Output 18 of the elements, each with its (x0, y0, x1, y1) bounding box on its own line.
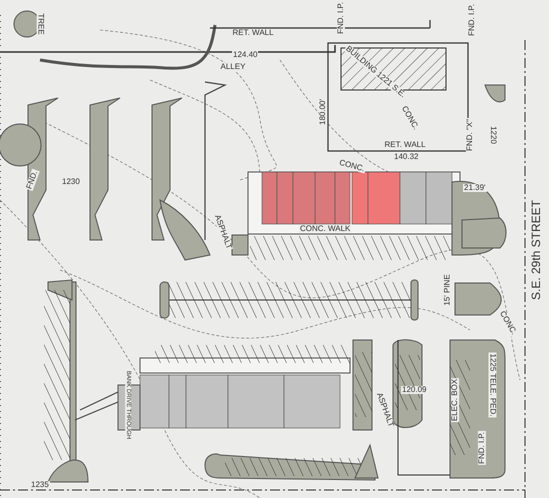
plan-label: 180.00' (319, 98, 327, 126)
plan-label: 124.40 (232, 51, 258, 59)
plan-label: ELEC. BOX (451, 378, 460, 422)
plan-label: FND. I.P. (336, 1, 345, 35)
plan-label: 1230 (61, 178, 81, 186)
plan-label: 140.32 (393, 153, 420, 161)
plan-label: 21.39' (463, 184, 487, 192)
plan-label: RET. WALL (232, 29, 275, 37)
plan-label: 1220 (488, 125, 497, 145)
plan-label: ALLEY (220, 63, 246, 71)
plan-label: S.E. 29th STREET (530, 198, 542, 302)
plan-label: RET. WALL (384, 141, 427, 149)
plan-label: 1235 (30, 481, 50, 489)
plan-label: FND. "X" (466, 118, 474, 152)
plan-label: FND. I.P. (478, 431, 486, 465)
plan-label: 120.09 (401, 386, 428, 394)
plan-label: FND. I.P. (468, 3, 476, 37)
plan-label: CONC. WALK (299, 225, 352, 233)
